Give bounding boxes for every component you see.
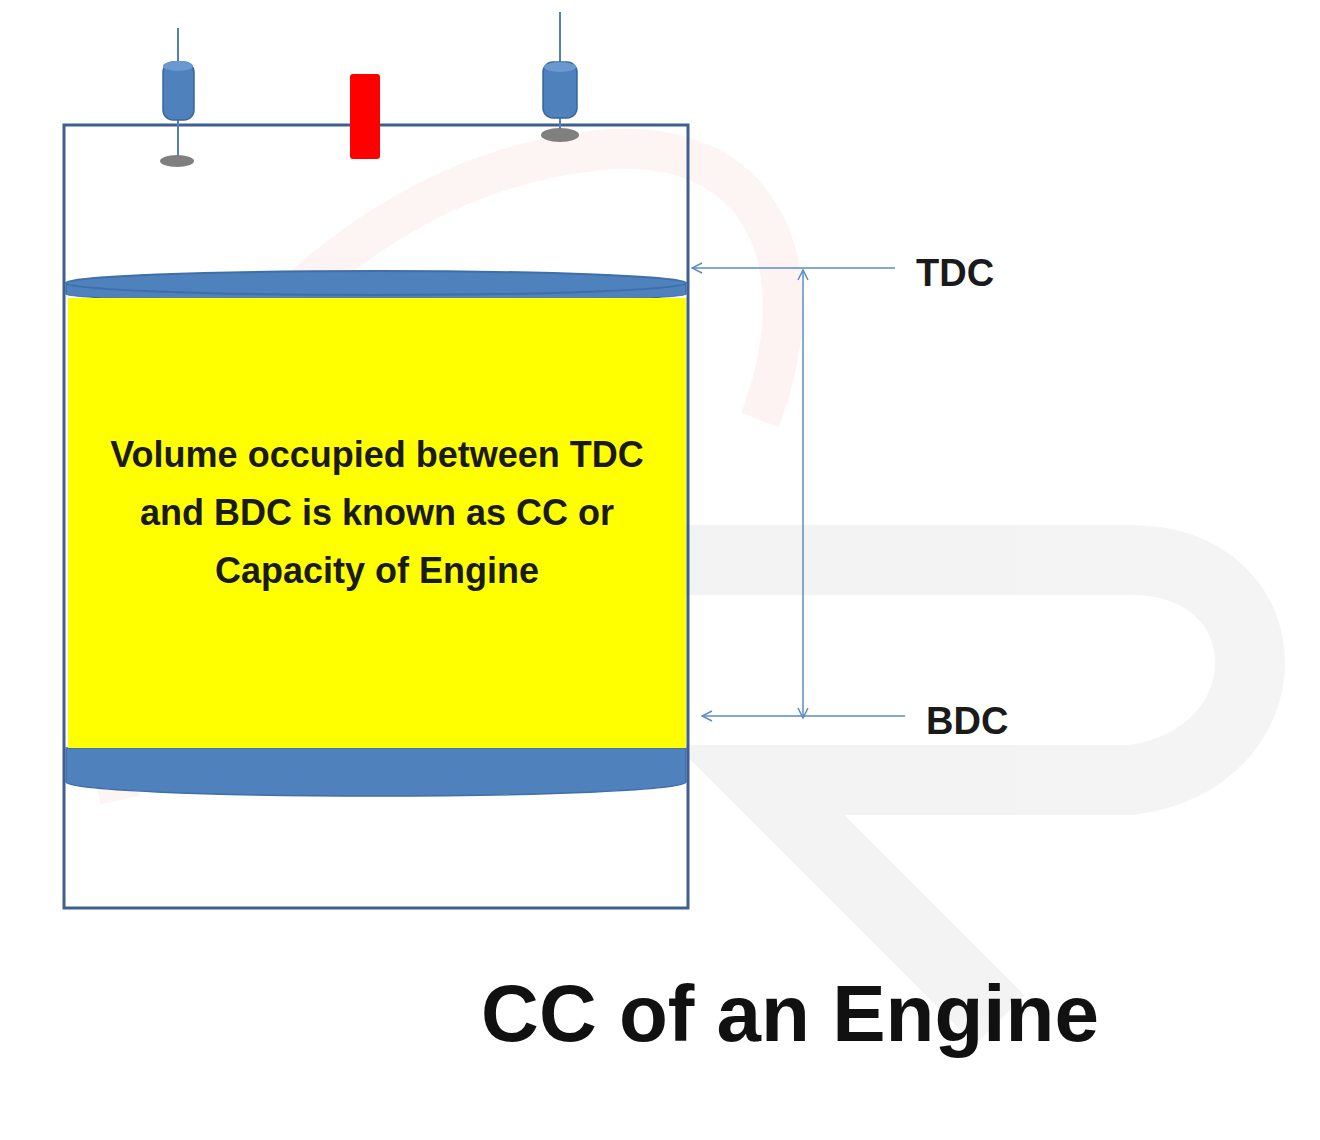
spark-plug [350, 74, 380, 159]
piston-at-bdc [66, 748, 686, 796]
exhaust-valve [541, 12, 579, 142]
piston-top-face [66, 271, 686, 295]
position-label: TDC [916, 252, 994, 295]
tdc-leader [692, 267, 895, 269]
diagram-title: CC of an Engine [481, 968, 1099, 1060]
swept-volume-region: Volume occupied between TDC and BDC is k… [68, 298, 686, 748]
cylinder-wall [64, 125, 688, 908]
stroke-dimension [802, 270, 804, 718]
intake-valve [160, 28, 194, 167]
position-label: BDC [926, 700, 1008, 743]
node-text: Volume occupied between TDC and BDC is k… [97, 426, 657, 600]
